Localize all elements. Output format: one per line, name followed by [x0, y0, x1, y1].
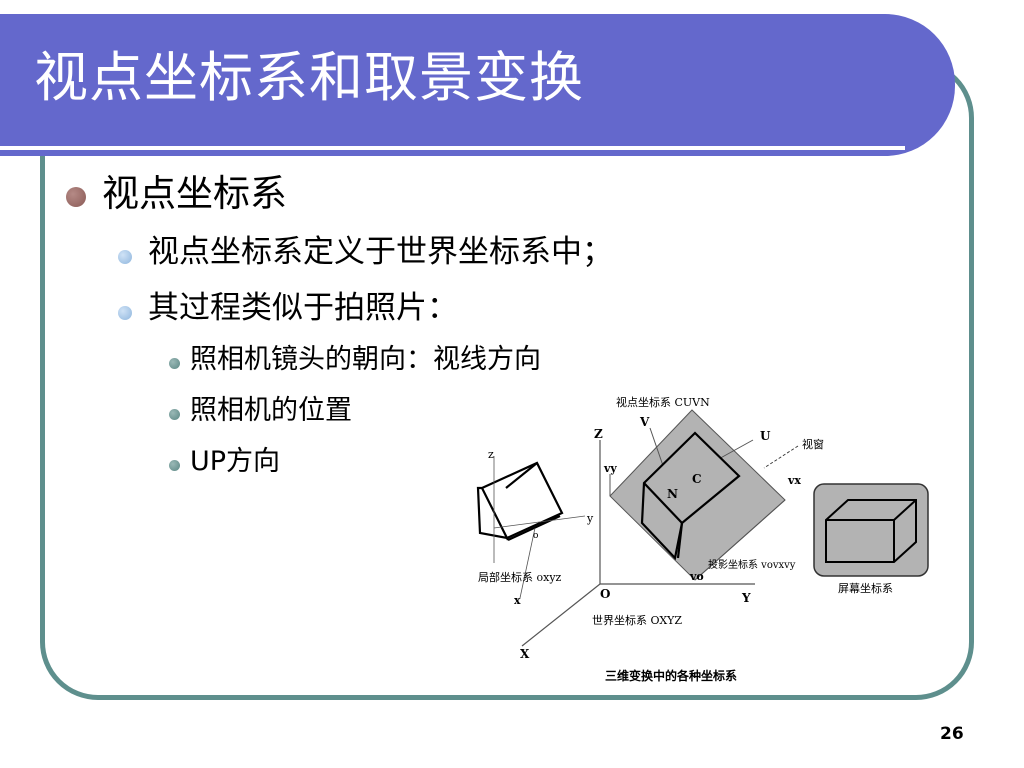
- screen-rect: [813, 483, 929, 577]
- axis-vo-label: vo: [689, 570, 704, 583]
- window-label: 视窗: [802, 437, 824, 451]
- axis-V-label: V: [639, 415, 650, 429]
- axis-X-label: X: [520, 647, 530, 661]
- world-system-label: 世界坐标系 OXYZ: [592, 613, 682, 627]
- axis-N-label: N: [667, 487, 678, 501]
- coordinate-systems-figure: Z O Y X 世界坐标系 OXYZ z y o x 局部坐标系 oxyz 视点…: [476, 395, 929, 683]
- projection-system-label: 投影坐标系 vovxvy: [708, 558, 796, 571]
- bullet-dot: [169, 358, 180, 369]
- bullet-level1: 视点坐标系: [102, 172, 287, 215]
- axis-O-label: O: [600, 587, 610, 601]
- bullet-level2: 视点坐标系定义于世界坐标系中；: [148, 234, 613, 270]
- bullet-level3: UP方向: [190, 446, 281, 477]
- axis-vy-label: vy: [603, 462, 617, 475]
- bullet-level2: 其过程类似于拍照片：: [148, 290, 458, 326]
- title-underline: [0, 146, 905, 150]
- axis-x-label: x: [514, 594, 521, 607]
- bullet-dot: [66, 187, 86, 207]
- bullet-dot: [169, 460, 180, 471]
- axis-U-label: U: [760, 429, 771, 443]
- slide-title: 视点坐标系和取景变换: [34, 46, 584, 109]
- figure-caption: 三维变换中的各种坐标系: [605, 668, 737, 683]
- axis-vx-label: vx: [787, 474, 801, 487]
- bullet-dot: [169, 409, 180, 420]
- axis-y-label: y: [586, 512, 594, 525]
- page-number: 26: [940, 724, 964, 744]
- slide-frame: [40, 60, 974, 700]
- view-system-label: 视点坐标系 CUVN: [616, 395, 710, 409]
- title-bar: 视点坐标系和取景变换: [0, 14, 955, 156]
- bullet-level3: 照相机的位置: [190, 395, 352, 426]
- axis-o-label: o: [533, 531, 538, 541]
- bullet-level3: 照相机镜头的朝向：视线方向: [190, 344, 541, 375]
- bullet-dot: [118, 306, 132, 320]
- axis-Y-label: Y: [741, 591, 751, 605]
- axis-z-label: z: [488, 448, 494, 461]
- bullet-dot: [118, 250, 132, 264]
- axis-Z-label: Z: [594, 427, 603, 441]
- axis-C-label: C: [692, 472, 702, 486]
- local-system-label: 局部坐标系 oxyz: [478, 570, 562, 584]
- screen-system-label: 屏幕坐标系: [838, 581, 893, 595]
